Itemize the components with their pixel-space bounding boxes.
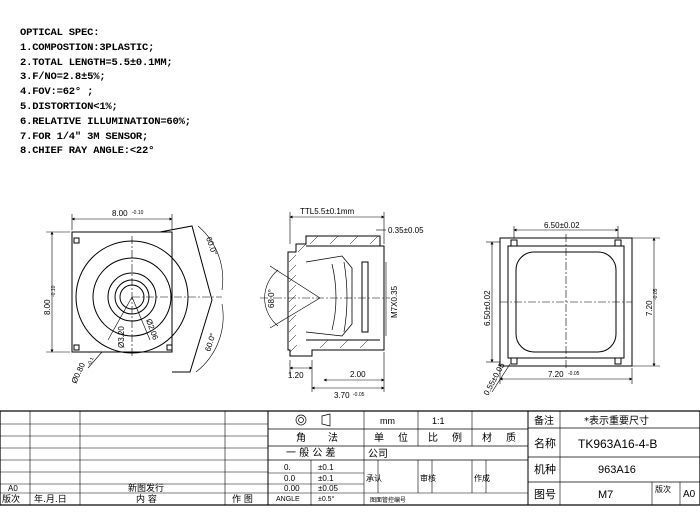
front-pin-dia: Ø0.80: [70, 361, 88, 385]
header-label: 比: [428, 432, 438, 444]
front-height-label: 8.00: [43, 299, 52, 315]
history-col-author: 作 图: [232, 493, 253, 505]
front-width-tol: -0.10: [132, 210, 144, 216]
tol-label: ANGLE: [276, 496, 300, 503]
back-top-label: 6.50±0.02: [544, 221, 580, 230]
spec-line: 6.RELATIVE ILLUMINATION=60%;: [20, 115, 191, 128]
history-col-content: 内 容: [136, 493, 157, 505]
rev-label: 版次: [655, 484, 671, 494]
side-ttl-label: TTL5.5±0.1mm: [300, 207, 355, 216]
back-left-label: 6.50±0.02: [483, 290, 492, 326]
author-label: 作成: [474, 473, 490, 483]
review-label: 审核: [420, 473, 436, 483]
spec-line: 3.F/NO=2.8±5%;: [20, 71, 106, 84]
back-right-tol: -0.05: [653, 288, 659, 300]
scale-value: 1:1: [432, 416, 445, 426]
spec-line: 5.DISTORTION<1%;: [20, 100, 118, 113]
optical-spec: OPTICAL SPEC: 1.COMPOSTION:3PLASTIC; 2.T…: [20, 26, 191, 159]
tol-label: 0.00: [284, 484, 300, 493]
spec-line: 7.FOR 1/4" 3M SENSOR;: [20, 130, 149, 143]
header-label: 法: [328, 431, 338, 444]
history-col-date: 年.月.日: [34, 493, 67, 505]
header-label: 例: [452, 431, 462, 444]
side-3-tol: -0.05: [353, 392, 365, 398]
spec-line: 1.COMPOSTION:3PLASTIC;: [20, 41, 155, 54]
back-bottom-tol: -0.05: [568, 371, 580, 377]
name-label: 名称: [534, 436, 556, 450]
front-view: [46, 214, 224, 373]
title-block-lines: [0, 410, 700, 506]
spec-title: OPTICAL SPEC:: [20, 27, 100, 39]
drawing-no-label: 图号: [534, 488, 556, 501]
header-label: 角: [296, 432, 306, 444]
name-value: TK963A16-4-B: [578, 437, 657, 451]
spec-line: 8.CHIEF RAY ANGLE:<22°: [20, 145, 155, 158]
side-view: [260, 212, 390, 392]
remark-value: *表示重要尺寸: [584, 414, 649, 427]
side-2-label: 2.00: [350, 370, 366, 379]
history-col-rev: 版次: [2, 493, 20, 505]
side-thread-label: M7X0.35: [390, 285, 399, 318]
title-block-text: mm 1:1 角 法 单 位 比 例 材 质 一 般 公 差 公司 0. ±0.…: [2, 414, 696, 505]
tolerance-title: 一 般 公 差: [286, 446, 336, 459]
back-bottom-label: 7.20: [548, 370, 564, 379]
front-width-label: 8.00: [112, 209, 128, 218]
tol-label: 0.: [284, 463, 291, 472]
scale-unit: mm: [380, 416, 395, 426]
front-height-tol: -0.10: [51, 285, 57, 297]
side-fov-label: 68.0°: [267, 289, 276, 308]
model-value: 963A16: [598, 464, 636, 476]
history-desc: 新图发行: [128, 482, 164, 494]
history-rev: A0: [8, 484, 18, 493]
tol-value: ±0.1: [318, 463, 334, 472]
side-step-label: 0.35±0.05: [388, 226, 424, 235]
front-angle-bottom: 60.0°: [203, 332, 217, 353]
company-name: 公司: [368, 449, 388, 460]
header-label: 材: [482, 431, 492, 444]
front-pin-tol: -0.1: [86, 356, 95, 367]
remark-label: 备注: [534, 414, 554, 427]
drawing-mgmt-label: 图面管控编号: [370, 496, 406, 504]
side-base-label: 1.20: [288, 371, 304, 380]
model-label: 机种: [534, 462, 556, 476]
tol-value: ±0.1: [318, 474, 334, 483]
front-outer-dia: Ø2.06: [144, 318, 160, 342]
spec-line: 2.TOTAL LENGTH=5.5±0.1MM;: [20, 56, 173, 69]
side-view-hatch: [288, 235, 379, 353]
tol-value: ±0.5°: [318, 495, 335, 503]
back-view: [486, 226, 660, 393]
tol-value: ±0.05: [318, 484, 339, 493]
rev-value: A0: [683, 489, 696, 500]
front-inner-dia: Ø3.20: [117, 326, 126, 348]
front-angle-top: 60.0°: [204, 236, 219, 257]
side-view-labels: TTL5.5±0.1mm 0.35±0.05 M7X0.35 68.0° 1.2…: [267, 207, 424, 400]
approve-label: 承认: [366, 473, 382, 483]
tol-label: 0.0: [284, 474, 296, 483]
spec-line: 4.FOV:=62° ;: [20, 86, 94, 99]
header-label: 质: [506, 432, 516, 444]
back-right-label: 7.20: [645, 300, 654, 316]
drawing-no-value: M7: [598, 489, 613, 501]
header-label: 位: [398, 431, 408, 444]
side-3-label: 3.70: [334, 391, 350, 400]
header-label: 单: [374, 432, 384, 444]
